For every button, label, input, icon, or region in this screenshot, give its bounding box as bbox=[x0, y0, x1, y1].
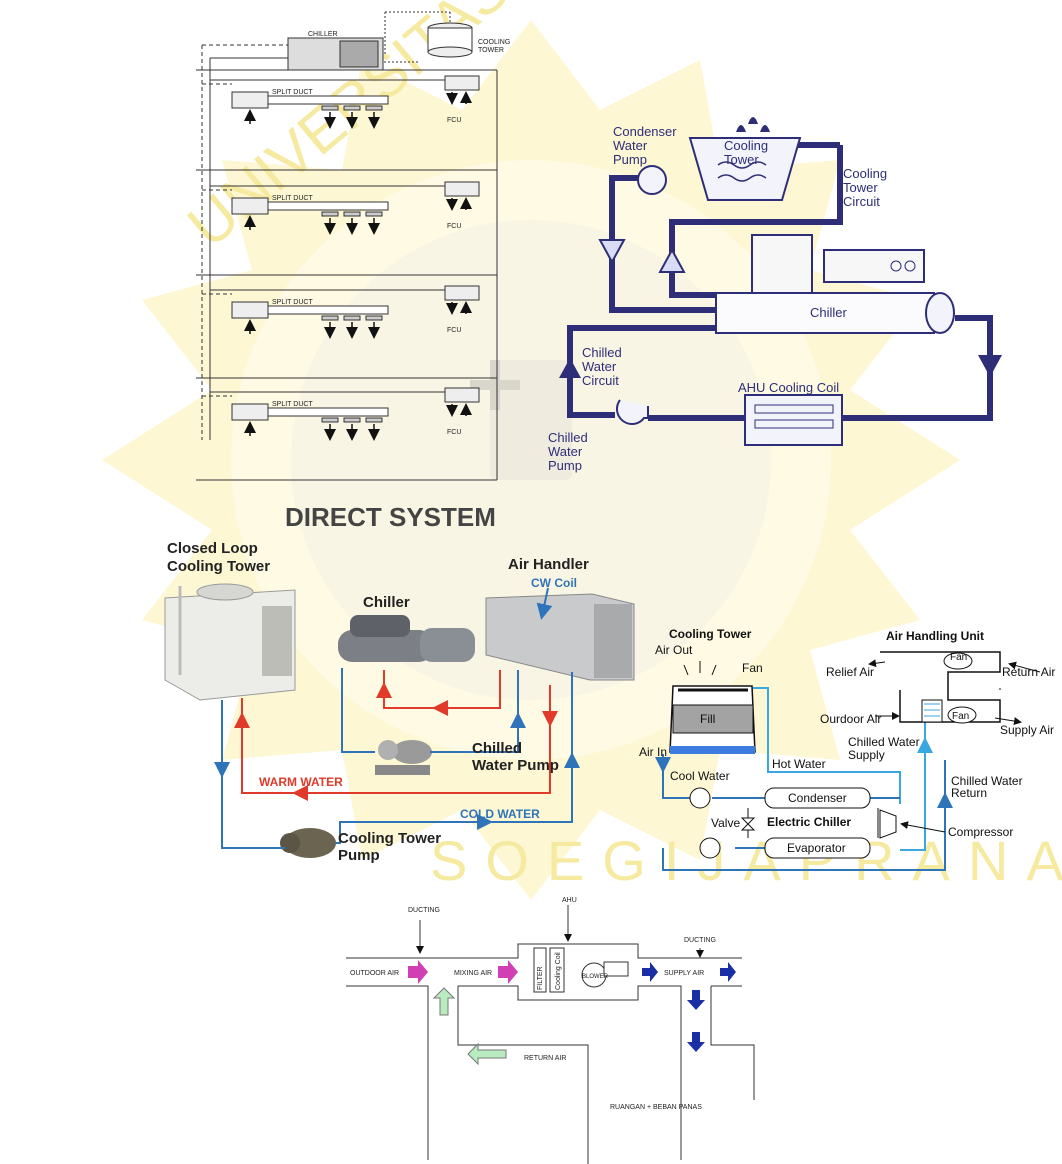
cooling-tower-label-right: Cooling Tower bbox=[669, 627, 752, 641]
supply-air-arrow-icon-2 bbox=[720, 962, 736, 982]
outdoor-air-label: Ourdoor Air bbox=[820, 712, 881, 726]
hot-water-label: Hot Water bbox=[772, 757, 826, 771]
chiller-label-direct: Chiller bbox=[363, 594, 410, 611]
mixing-air-arrow-icon bbox=[498, 960, 518, 984]
cold-water-label: COLD WATER bbox=[460, 807, 540, 821]
spray-icon bbox=[736, 117, 770, 132]
cw-coil-label: CW Coil bbox=[531, 576, 577, 590]
fan-label-bottom: Fan bbox=[952, 711, 969, 722]
air-in-label: Air In bbox=[639, 745, 667, 759]
chiller-unit: CHILLER bbox=[288, 31, 383, 70]
evaporator-label: Evaporator bbox=[787, 841, 846, 855]
mixing-air-label: MIXING AIR bbox=[454, 970, 492, 977]
relief-air-label: Relief Air bbox=[826, 665, 874, 679]
blower-label: BLOWER bbox=[582, 974, 609, 980]
return-air-up-arrow-icon bbox=[434, 988, 454, 1015]
outdoor-air-arrow-icon bbox=[408, 960, 428, 984]
return-air-left-arrow-icon bbox=[468, 1044, 506, 1064]
fcu-label: FCU bbox=[447, 223, 461, 230]
split-duct-label: SPLIT DUCT bbox=[272, 89, 313, 96]
electric-chiller-label: Electric Chiller bbox=[767, 815, 851, 829]
split-duct-label: SPLIT DUCT bbox=[272, 195, 313, 202]
valve-icon bbox=[742, 818, 754, 830]
down-arrow-icon-1 bbox=[687, 990, 705, 1010]
fcu-label: FCU bbox=[447, 117, 461, 124]
room-label: RUANGAN + BEBAN PANAS bbox=[610, 1104, 702, 1111]
filter-label: FILTER bbox=[537, 966, 544, 990]
air-handling-unit-label: Air Handling Unit bbox=[886, 629, 984, 643]
chiller-label-top: Chiller bbox=[810, 305, 848, 320]
air-out-label: Air Out bbox=[655, 643, 693, 657]
return-air-label: Return Air bbox=[1002, 665, 1055, 679]
fan-label-top: Fan bbox=[950, 652, 967, 663]
cool-water-pump-icon bbox=[690, 788, 710, 808]
chilled-water-pump-icon-right bbox=[700, 838, 720, 858]
condenser-label: Condenser bbox=[788, 791, 847, 805]
compressor-label: Compressor bbox=[948, 825, 1013, 839]
fan-label: Fan bbox=[742, 661, 763, 675]
ducting-label-right: DUCTING bbox=[684, 937, 716, 944]
air-handler-label: Air Handler bbox=[508, 556, 589, 573]
outdoor-air-label-bottom: OUTDOOR AIR bbox=[350, 970, 399, 977]
split-duct-label: SPLIT DUCT bbox=[272, 299, 313, 306]
down-arrow-icon-2 bbox=[687, 1032, 705, 1052]
supply-air-label: Supply Air bbox=[1000, 723, 1054, 737]
supply-air-label-bottom: SUPPLY AIR bbox=[664, 970, 704, 977]
cool-water-label: Cool Water bbox=[670, 769, 730, 783]
fcu-label: FCU bbox=[447, 327, 461, 334]
direct-system-title: DIRECT SYSTEM bbox=[285, 502, 496, 532]
chilled-water-pump-machine bbox=[392, 740, 432, 764]
ducting-label-left: DUCTING bbox=[408, 907, 440, 914]
split-duct-label: SPLIT DUCT bbox=[272, 401, 313, 408]
ahu-label: AHU bbox=[562, 897, 577, 904]
ahu-cooling-coil-label: AHU Cooling Coil bbox=[738, 380, 839, 395]
fcu-label: FCU bbox=[447, 429, 461, 436]
flow-arrow-down-right-icon bbox=[978, 355, 1002, 377]
chiller-label: CHILLER bbox=[308, 31, 338, 38]
return-air-label-bottom: RETURN AIR bbox=[524, 1055, 566, 1062]
valve-label: Valve bbox=[711, 816, 740, 830]
fill-label: Fill bbox=[700, 712, 715, 726]
ahu-duct-diagram: DUCTING AHU DUCTING OUTDOOR AIR MIXING A… bbox=[346, 897, 754, 1164]
cooling-coil-label: Cooling Coil bbox=[555, 952, 562, 990]
warm-water-label: WARM WATER bbox=[259, 775, 343, 789]
supply-air-arrow-icon-1 bbox=[642, 962, 658, 982]
condenser-pump-icon bbox=[638, 166, 666, 194]
